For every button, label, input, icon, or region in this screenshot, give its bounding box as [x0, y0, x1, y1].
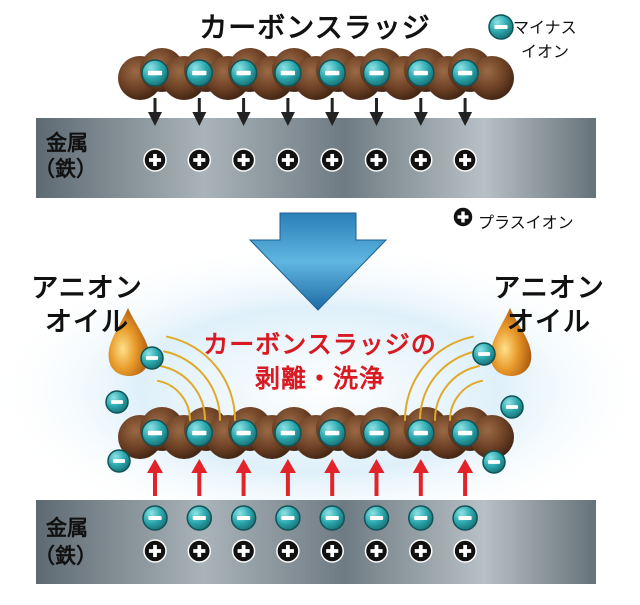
lifted-minus-ion-6 — [362, 419, 391, 447]
result-line1: カーボンスラッジの — [203, 330, 437, 359]
background-glow — [0, 240, 640, 540]
up-arrow-4 — [279, 459, 296, 496]
metal-label-bottom-line1: 金属 — [46, 516, 88, 540]
wave-left-3 — [163, 350, 221, 421]
floating-minus-ion-left-1 — [140, 346, 164, 370]
legend-minus-line2: イオン — [521, 42, 570, 61]
bottom-plus-ion-6 — [364, 539, 389, 563]
bottom-metal-plate — [36, 500, 596, 584]
process-arrow-down — [248, 212, 388, 311]
top-metal-plate — [36, 118, 596, 198]
top-minus-ion-1 — [141, 59, 169, 87]
legend-minus-icon — [488, 14, 514, 40]
wave-right-3 — [419, 350, 477, 421]
up-arrow-8 — [457, 459, 474, 496]
bottom-plus-ion-4 — [276, 539, 300, 563]
floating-minus-ion-left-2 — [105, 390, 129, 414]
bottom-minus-ion-7 — [408, 505, 434, 531]
oil-drop-left-icon — [108, 308, 150, 376]
legend-plus-icon — [452, 206, 474, 228]
top-minus-ion-6 — [362, 59, 391, 87]
legend-minus-line1: マイナス — [513, 18, 577, 37]
wave-left-4 — [166, 335, 236, 421]
down-arrow-5 — [325, 98, 340, 126]
top-plus-ion-4 — [276, 148, 300, 172]
lifted-minus-ion-5 — [318, 419, 346, 447]
anion-oil-left-line2: オイル — [45, 307, 129, 338]
floating-minus-ion-left-3 — [107, 449, 131, 473]
result-line2: 剥離・洗浄 — [254, 364, 385, 393]
lifted-minus-ion-2 — [185, 419, 214, 447]
wave-left-1 — [157, 379, 191, 421]
down-arrow-8 — [458, 98, 473, 126]
wave-right-1 — [449, 379, 483, 421]
top-minus-ion-8 — [451, 59, 479, 87]
metal-label-top-line1: 金属 — [46, 131, 88, 155]
down-arrow-6 — [369, 98, 384, 126]
down-arrow-2 — [192, 98, 207, 126]
legend-plus-label: プラスイオン — [478, 213, 574, 232]
top-plus-ion-8 — [453, 148, 477, 172]
bottom-minus-ion-2 — [186, 505, 213, 531]
bottom-minus-ion-5 — [319, 505, 345, 531]
anion-oil-left-line1: アニオン — [31, 273, 143, 304]
bottom-minus-ion-6 — [363, 505, 390, 531]
lifted-minus-ion-4 — [274, 419, 302, 447]
bottom-plus-ion-5 — [320, 539, 344, 563]
floating-minus-ion-right-1 — [472, 342, 496, 366]
bottom-minus-ion-1 — [142, 505, 168, 531]
bottom-plus-ion-1 — [143, 539, 167, 563]
oil-drop-right-icon — [490, 308, 532, 376]
top-plus-ion-1 — [143, 148, 167, 172]
top-plus-ion-3 — [231, 148, 256, 172]
down-arrow-3 — [236, 98, 251, 126]
bottom-minus-ion-3 — [230, 505, 257, 531]
lifted-minus-ion-3 — [229, 419, 258, 447]
metal-label-top-line2: （鉄） — [34, 157, 97, 181]
top-minus-ion-2 — [185, 59, 214, 87]
up-arrow-6 — [368, 459, 385, 496]
bottom-minus-ion-8 — [452, 505, 478, 531]
oil-effect-waves — [157, 335, 483, 421]
wave-right-2 — [434, 365, 480, 421]
down-arrow-7 — [413, 98, 428, 126]
top-plus-ion-2 — [187, 148, 212, 172]
up-arrow-7 — [412, 459, 429, 496]
top-minus-ion-4 — [274, 59, 302, 87]
up-arrow-2 — [191, 459, 208, 496]
down-arrow-4 — [280, 98, 295, 126]
up-arrow-3 — [235, 459, 252, 496]
bottom-plus-ion-2 — [187, 539, 212, 563]
anion-oil-right-line1: アニオン — [493, 273, 605, 304]
title-carbon-sludge: カーボンスラッジ — [199, 11, 431, 44]
anion-oil-right-line2: オイル — [507, 307, 591, 338]
bottom-plus-ion-8 — [453, 539, 477, 563]
down-arrow-1 — [148, 98, 162, 126]
lifted-minus-ion-7 — [407, 419, 435, 447]
floating-minus-ion-right-2 — [500, 395, 524, 419]
wave-right-4 — [404, 335, 474, 421]
top-minus-ion-5 — [318, 59, 346, 87]
up-arrow-1 — [147, 459, 163, 496]
top-plus-ion-5 — [320, 148, 344, 172]
top-plus-ion-7 — [409, 148, 433, 172]
bottom-minus-ion-4 — [275, 505, 301, 531]
top-plus-ion-6 — [364, 148, 389, 172]
bottom-plus-ion-3 — [231, 539, 256, 563]
top-minus-ion-7 — [407, 59, 435, 87]
metal-label-bottom-line2: （鉄） — [34, 544, 97, 568]
bottom-plus-ion-7 — [409, 539, 433, 563]
lifted-minus-ion-8 — [451, 419, 479, 447]
top-minus-ion-3 — [229, 59, 258, 87]
up-arrow-5 — [324, 459, 341, 496]
lifted-minus-ion-1 — [141, 419, 169, 447]
wave-left-2 — [160, 365, 206, 421]
floating-minus-ion-right-3 — [482, 450, 506, 474]
